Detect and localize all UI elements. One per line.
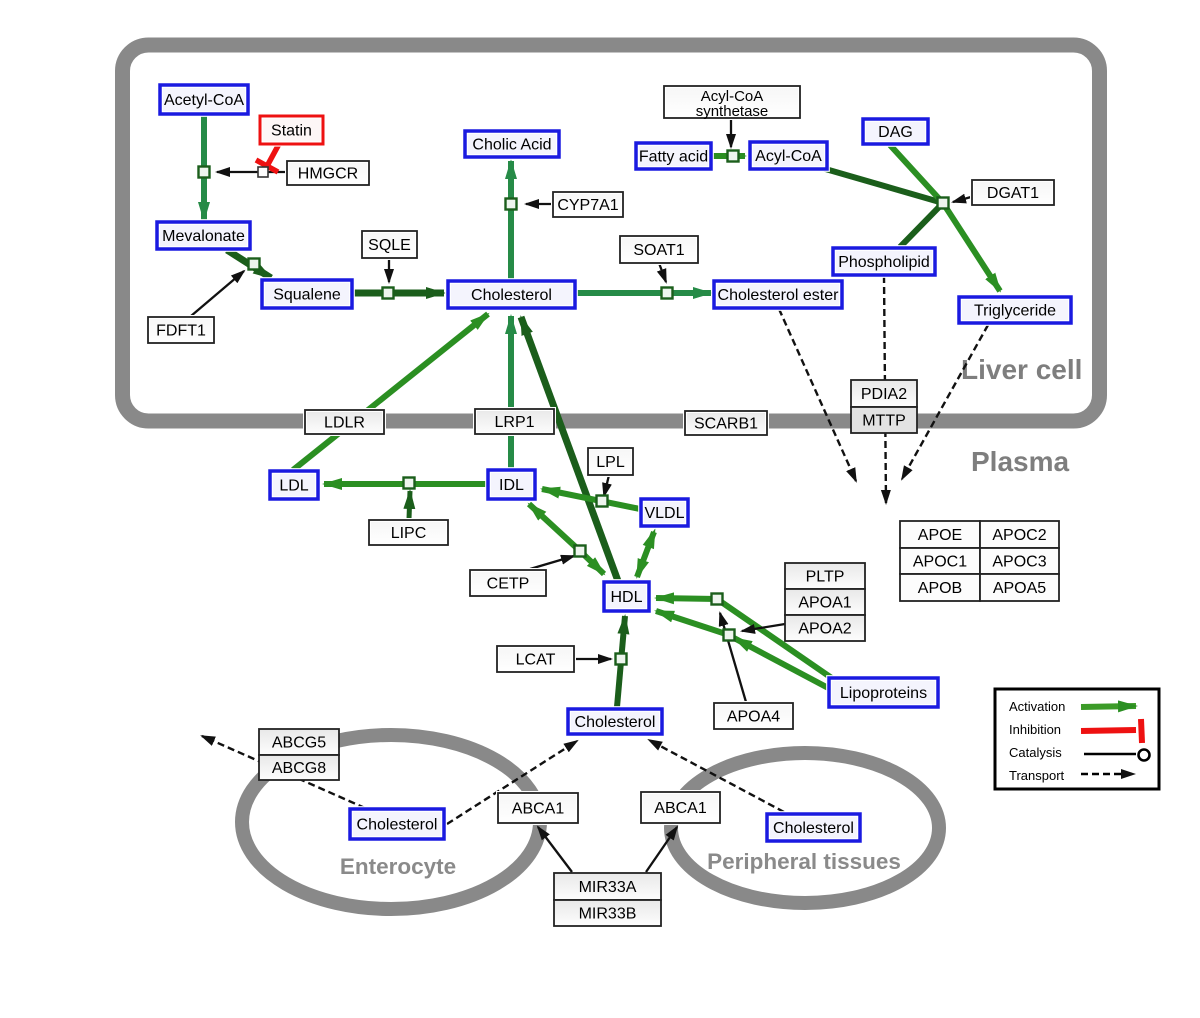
svg-text:LPL: LPL xyxy=(596,454,625,471)
svg-text:PLTP: PLTP xyxy=(806,568,845,585)
svg-text:Cholic Acid: Cholic Acid xyxy=(472,137,551,154)
svg-text:FDFT1: FDFT1 xyxy=(156,323,206,340)
svg-text:ABCG8: ABCG8 xyxy=(272,760,326,777)
svg-text:Inhibition: Inhibition xyxy=(1009,722,1061,737)
svg-text:CYP7A1: CYP7A1 xyxy=(557,197,618,214)
svg-text:Activation: Activation xyxy=(1009,699,1065,714)
svg-text:SQLE: SQLE xyxy=(368,237,411,254)
svg-text:APOA2: APOA2 xyxy=(798,620,851,637)
svg-text:LDLR: LDLR xyxy=(324,415,365,432)
svg-text:ABCA1: ABCA1 xyxy=(512,801,565,818)
svg-text:Peripheral tissues: Peripheral tissues xyxy=(707,849,901,874)
svg-text:MIR33A: MIR33A xyxy=(579,879,637,896)
svg-text:DGAT1: DGAT1 xyxy=(987,185,1039,202)
svg-text:APOC3: APOC3 xyxy=(992,553,1046,570)
svg-text:PDIA2: PDIA2 xyxy=(861,386,907,403)
svg-text:Plasma: Plasma xyxy=(971,446,1069,477)
svg-text:Cholesterol ester: Cholesterol ester xyxy=(718,287,840,304)
svg-text:LRP1: LRP1 xyxy=(494,414,534,431)
svg-text:Mevalonate: Mevalonate xyxy=(162,228,245,245)
svg-text:APOA5: APOA5 xyxy=(993,580,1046,597)
svg-text:Squalene: Squalene xyxy=(273,287,341,304)
svg-text:Acyl-CoA: Acyl-CoA xyxy=(701,88,764,105)
svg-text:Enterocyte: Enterocyte xyxy=(340,854,456,879)
svg-text:synthetase: synthetase xyxy=(696,103,769,120)
svg-text:SOAT1: SOAT1 xyxy=(633,242,684,259)
svg-text:MIR33B: MIR33B xyxy=(579,905,637,922)
svg-text:APOA4: APOA4 xyxy=(727,709,780,726)
svg-text:APOE: APOE xyxy=(918,527,962,544)
svg-text:APOA1: APOA1 xyxy=(798,594,851,611)
svg-text:Cholesterol: Cholesterol xyxy=(575,714,656,731)
svg-text:Phospholipid: Phospholipid xyxy=(838,254,930,271)
svg-text:ABCG5: ABCG5 xyxy=(272,734,326,751)
svg-text:APOB: APOB xyxy=(918,580,962,597)
svg-text:Acyl-CoA: Acyl-CoA xyxy=(755,148,822,165)
svg-text:APOC1: APOC1 xyxy=(913,553,967,570)
svg-text:Cholesterol: Cholesterol xyxy=(357,817,438,834)
svg-text:Cholesterol: Cholesterol xyxy=(773,820,854,837)
svg-text:SCARB1: SCARB1 xyxy=(694,416,758,433)
svg-text:Transport: Transport xyxy=(1009,768,1065,783)
svg-text:HDL: HDL xyxy=(610,589,642,606)
svg-text:Acetyl-CoA: Acetyl-CoA xyxy=(164,92,244,109)
svg-text:APOC2: APOC2 xyxy=(992,527,1046,544)
svg-text:Liver cell: Liver cell xyxy=(961,354,1082,385)
svg-text:Cholesterol: Cholesterol xyxy=(471,287,552,304)
svg-text:DAG: DAG xyxy=(878,124,913,141)
svg-text:Catalysis: Catalysis xyxy=(1009,745,1062,760)
svg-text:MTTP: MTTP xyxy=(862,412,906,429)
svg-text:VLDL: VLDL xyxy=(644,505,684,522)
svg-text:LDL: LDL xyxy=(279,478,308,495)
svg-text:Lipoproteins: Lipoproteins xyxy=(840,685,927,702)
svg-text:Fatty acid: Fatty acid xyxy=(639,149,708,166)
svg-text:CETP: CETP xyxy=(487,576,530,593)
svg-text:Statin: Statin xyxy=(271,123,312,140)
svg-text:Triglyceride: Triglyceride xyxy=(974,303,1056,320)
svg-text:LIPC: LIPC xyxy=(391,525,427,542)
svg-text:IDL: IDL xyxy=(499,477,524,494)
svg-text:ABCA1: ABCA1 xyxy=(654,800,707,817)
svg-text:LCAT: LCAT xyxy=(516,652,556,669)
svg-text:HMGCR: HMGCR xyxy=(298,166,358,183)
